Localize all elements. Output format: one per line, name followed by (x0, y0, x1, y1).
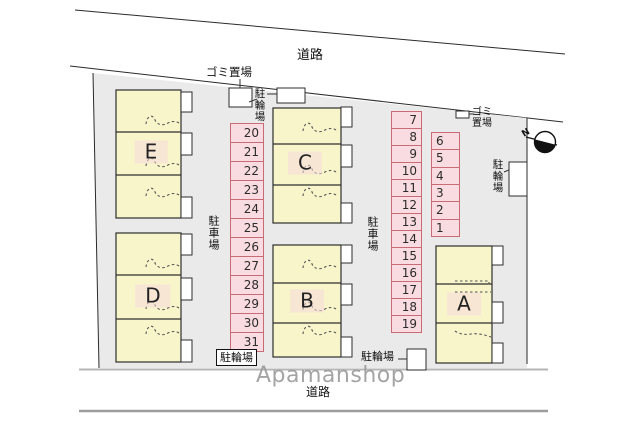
parking-space-31: 31 (230, 332, 264, 352)
parking-space-18: 18 (391, 298, 422, 316)
parking-space-7: 7 (391, 111, 422, 129)
parking-space-23: 23 (230, 180, 264, 200)
stairs-marks (145, 115, 492, 338)
parking-space-25: 25 (230, 218, 264, 238)
parking-space-16: 16 (391, 264, 422, 282)
road-top-label: 道路 (297, 48, 324, 63)
parking-space-28: 28 (230, 275, 264, 295)
building-label-a: A (447, 292, 481, 316)
road-bottom-label: 道路 (306, 385, 331, 399)
parking-space-15: 15 (391, 247, 422, 265)
parking-space-19: 19 (391, 315, 422, 333)
bicycle-box-right (508, 161, 528, 197)
car-parking-label-right: 駐車場 (366, 216, 379, 252)
garbage-right-label: ゴミ 置場 (472, 107, 492, 129)
site-top-boundary-line (69, 65, 564, 123)
parking-space-4: 4 (431, 166, 460, 185)
parking-space-1: 1 (431, 218, 460, 237)
parking-space-5: 5 (431, 149, 460, 168)
road-top-far-line (74, 9, 566, 55)
car-parking-label-left: 駐車場 (207, 215, 220, 251)
building-label-e: E (134, 140, 168, 164)
apamanshop-watermark: Apamanshop (256, 363, 406, 388)
parking-space-2: 2 (431, 201, 460, 220)
parking-space-14: 14 (391, 230, 422, 248)
building-c-shape (272, 106, 353, 224)
parking-space-24: 24 (230, 199, 264, 219)
building-label-d: D (135, 284, 171, 308)
parking-space-6: 6 (431, 132, 460, 151)
building-label-b: B (290, 289, 324, 313)
garbage-top-label: ゴミ置場 (206, 65, 252, 79)
bicycle-parking-label-right: 駐輪場 (491, 159, 504, 194)
parking-space-21: 21 (230, 142, 264, 162)
parking-space-13: 13 (391, 213, 422, 231)
bicycle-parking-label-top: 駐輪場 (253, 88, 266, 123)
site-left-boundary-line (92, 72, 100, 369)
bicycle-parking-label-bottom-left: 駐輪場 (216, 349, 257, 367)
garbage-box-top (228, 87, 253, 108)
garbage-right-line2: 置場 (472, 117, 492, 129)
north-label: N (520, 127, 532, 139)
parking-space-27: 27 (230, 256, 264, 276)
bicycle-box-top (276, 87, 306, 104)
label-connectors (239, 79, 510, 360)
garbage-right-line1: ゴミ (472, 107, 492, 118)
parking-space-9: 9 (391, 145, 422, 163)
parking-space-10: 10 (391, 162, 422, 180)
parking-space-8: 8 (391, 128, 422, 146)
parking-space-29: 29 (230, 294, 264, 314)
parking-space-26: 26 (230, 237, 264, 257)
bicycle-parking-label-bottom-right: 駐輪場 (361, 350, 394, 363)
parking-space-3: 3 (431, 183, 460, 203)
parking-space-22: 22 (230, 161, 264, 181)
parking-space-12: 12 (391, 196, 422, 214)
parking-space-17: 17 (391, 281, 422, 299)
parking-space-11: 11 (391, 179, 422, 197)
garbage-box-right (455, 110, 470, 119)
utility-boxes (228, 87, 528, 371)
bicycle-box-bottom (406, 348, 427, 371)
parking-space-20: 20 (230, 123, 264, 143)
parking-space-30: 30 (230, 313, 264, 333)
building-label-c: C (288, 151, 322, 175)
north-compass-icon: N (520, 127, 558, 154)
